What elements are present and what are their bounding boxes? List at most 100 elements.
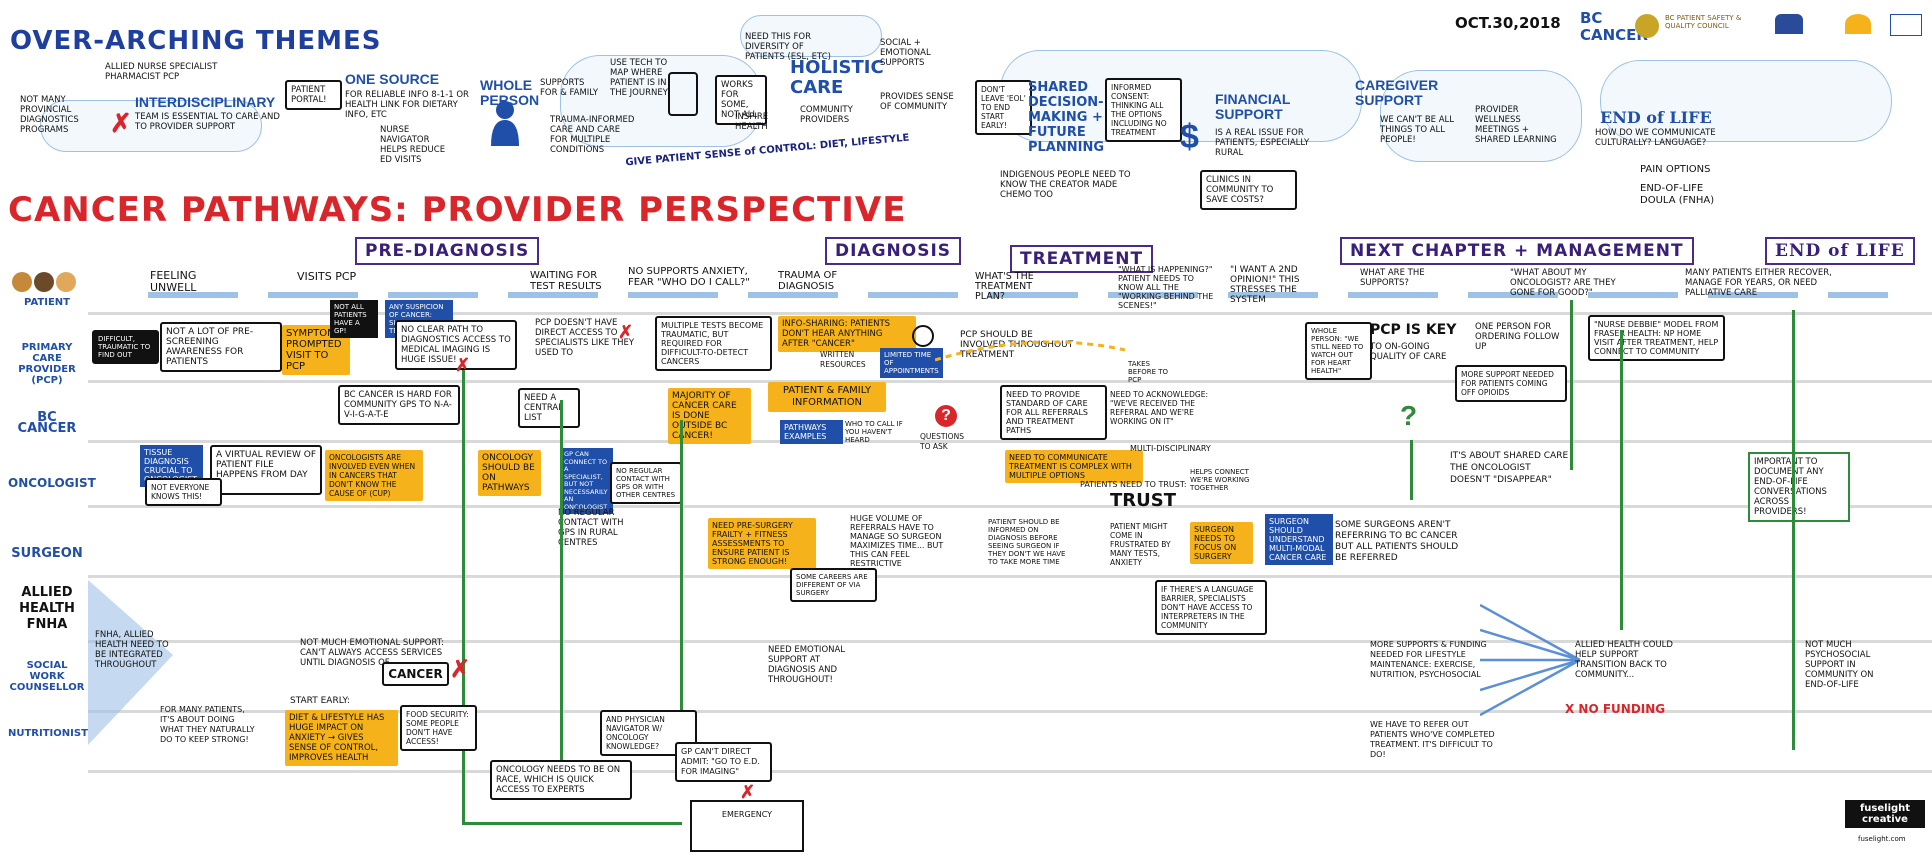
note-for-many-patients: FOR MANY PATIENTS, IT'S ABOUT DOING WHAT…: [160, 705, 255, 744]
lane-label-allied: ALLIED HEALTH FNHA: [19, 585, 75, 632]
x-mark-icon: ✗: [110, 108, 132, 138]
themes-title: OVER-ARCHING THEMES: [10, 26, 382, 56]
patient-second-opinion: "I WANT A 2nd OPINION!" THIS STRESSES TH…: [1230, 265, 1300, 305]
note-whole-person-mgmt: WHOLE PERSON: "WE STILL NEED TO WATCH OU…: [1305, 322, 1372, 380]
note-patient-informed: PATIENT SHOULD BE INFORMED ON DIAGNOSIS …: [988, 518, 1066, 566]
patient-journey-arrows: [148, 292, 1888, 298]
note-nurse-debbie: "NURSE DEBBIE" MODEL FROM FRASER HEALTH:…: [1588, 315, 1725, 361]
patient-no-supports: NO SUPPORTS ANXIETY, FEAR "WHO DO I CALL…: [628, 266, 750, 288]
theme-inspire-health: INSPIRE HEALTH: [735, 112, 769, 132]
note-patient-family-info: PATIENT & FAMILY INFORMATION: [768, 382, 886, 412]
emergency-label: EMERGENCY: [721, 810, 773, 819]
lane-divider: [88, 312, 1932, 315]
theme-financial: FINANCIAL SUPPORT: [1215, 91, 1291, 122]
note-not-all-patients: NOT ALL PATIENTS HAVE A GP!: [330, 300, 378, 338]
pcp-key-label: PCP IS KEY: [1370, 322, 1457, 338]
patient-trauma-dx: TRAUMA of DIAGNOSIS: [778, 270, 838, 292]
lane-divider: [88, 440, 1932, 443]
note-takes-before: TAKES BEFORE TO PCP: [1128, 360, 1169, 384]
note-pre-screening: NOT A LOT OF PRE-SCREENING AWARENESS FOR…: [160, 322, 282, 372]
cloud-decoration: [1380, 70, 1582, 162]
cloud-decoration: [740, 15, 882, 57]
note-multiple-tests: MULTIPLE TESTS BECOME TRAUMATIC, BUT REQ…: [655, 316, 772, 371]
patient-feeling-unwell: FEELING UNWELL: [150, 269, 197, 294]
phase-next-chapter: NEXT CHAPTER + MANAGEMENT: [1340, 237, 1694, 265]
lane-label-social-work: SOCIAL WORK COUNSELLOR: [9, 660, 85, 693]
note-oncology-race: ONCOLOGY NEEDS TO BE ON RACE, WHICH IS Q…: [490, 760, 632, 800]
phase-end-of-life: END of LIFE: [1765, 237, 1915, 265]
theme-interdisciplinary-note: TEAM IS ESSENTIAL TO CARE AND TO PROVIDE…: [135, 112, 280, 132]
bc-cancer-logo: BC CANCER: [1580, 9, 1648, 44]
note-fnha-integrated: FNHA, ALLIED HEALTH NEED TO BE INTEGRATE…: [95, 630, 169, 670]
note-not-much-psychosocial: NOT MUCH PSYCHOSOCIAL SUPPORT IN COMMUNI…: [1805, 640, 1874, 690]
note-need-emotional: NEED EMOTIONAL SUPPORT AT DIAGNOSIS AND …: [768, 645, 846, 685]
lane-divider: [88, 770, 1932, 773]
patient-waiting: WAITING FOR TEST RESULTS: [530, 270, 602, 292]
council-logo: BC PATIENT SAFETY & QUALITY COUNCIL: [1665, 14, 1742, 30]
note-pre-surgery: NEED PRE-SURGERY FRAILTY + FITNESS ASSES…: [708, 518, 816, 569]
question-icon: ?: [935, 405, 957, 427]
x-mark-icon: ✗: [455, 355, 471, 375]
hospital-icon: EMERGENCY: [690, 800, 804, 852]
note-surgeon-understand: SURGEON SHOULD UNDERSTAND MULTI-MODAL CA…: [1265, 514, 1333, 565]
note-multidisciplinary: MULTI-DISCIPLINARY: [1130, 444, 1211, 453]
note-oncologists-involved: ONCOLOGISTS ARE INVOLVED EVEN WHEN IN CA…: [325, 450, 423, 501]
cloud-decoration: [1600, 60, 1892, 142]
patient-many-recover: MANY PATIENTS EITHER RECOVER, MANAGE FOR…: [1685, 268, 1832, 298]
note-food-security: FOOD SECURITY: SOME PEOPLE DON'T HAVE AC…: [400, 705, 477, 751]
lane-divider: [88, 640, 1932, 643]
note-questions-to-ask: QUESTIONS TO ASK: [920, 432, 964, 451]
note-not-everyone: NOT EVERYONE KNOWS THIS!: [145, 478, 222, 506]
note-more-supports-funding: MORE SUPPORTS & FUNDING NEEDED FOR LIFES…: [1370, 640, 1487, 679]
theme-informed-consent: INFORMED CONSENT: THINKING ALL THE OPTIO…: [1105, 78, 1182, 142]
green-flow-line: [1410, 440, 1413, 500]
patient-avatars-icon: [10, 270, 80, 299]
note-helps-connect: HELPS CONNECT WE'RE WORKING TOGETHER: [1190, 468, 1250, 492]
lane-label-surgeon: SURGEON: [11, 546, 83, 561]
green-flow-line: [560, 400, 563, 760]
note-pcp-no-access: PCP DOESN'T HAVE DIRECT ACCESS TO SPECIA…: [535, 318, 635, 358]
theme-supports-family: SUPPORTS FOR & FAMILY: [540, 78, 599, 98]
person-figure-icon: [488, 100, 522, 146]
lane-label-bc-cancer: BC CANCER: [17, 410, 77, 436]
theme-use-tech: USE TECH TO MAP WHERE PATIENT IS IN THE …: [610, 58, 668, 98]
note-gp-connect: GP CAN CONNECT TO A SPECIALIST, BUT NOT …: [560, 448, 613, 514]
note-no-regular-rural: NO REGULAR CONTACT WITH GPs IN RURAL CEN…: [558, 508, 624, 548]
theme-holistic: HOLISTIC CARE: [790, 57, 884, 98]
theme-sense-community: PROVIDES SENSE OF COMMUNITY: [880, 92, 954, 112]
note-physician-navigator: AND PHYSICIAN NAVIGATOR w/ ONCOLOGY KNOW…: [600, 710, 697, 756]
note-gp-cant-admit: GP CAN'T DIRECT ADMIT: "GO TO E.D. for I…: [675, 742, 772, 782]
note-communicate-treatment: NEED TO COMMUNICATE TREATMENT IS COMPLEX…: [1005, 450, 1143, 483]
theme-eol-question: HOW DO WE COMMUNICATE CULTURALLY? LANGUA…: [1595, 128, 1716, 148]
note-one-person: ONE PERSON for ORDERING FOLLOW UP: [1475, 322, 1560, 352]
note-bc-hard: BC CANCER IS HARD FOR COMMUNITY GPs TO N…: [338, 385, 460, 425]
note-diet-lifestyle: DIET & LIFESTYLE HAS HUGE IMPACT ON ANXI…: [285, 710, 398, 766]
dotted-arrow: [935, 340, 1126, 362]
note-cancer-word: CANCER: [382, 662, 449, 686]
ministry-logo-icon: [1890, 14, 1922, 36]
note-virtual-review: A VIRTUAL REVIEW OF PATIENT FILE HAPPENS…: [210, 445, 322, 495]
clock-icon: [912, 325, 934, 347]
theme-dont-leave: DON'T LEAVE 'EOL' TO END START EARLY!: [975, 80, 1032, 135]
note-who-to-call: WHO TO CALL IF YOU HAVEN'T HEARD: [845, 420, 903, 444]
note-patient-frustrated: PATIENT MIGHT COME IN FRUSTRATED BY MANY…: [1110, 522, 1171, 567]
lane-label-pcp: PRIMARY CARE PROVIDER (PCP): [18, 342, 76, 386]
note-oncology-pathways: ONCOLOGY SHOULD BE ON PATHWAYS: [478, 450, 541, 496]
x-mark-icon: ✗: [740, 782, 756, 802]
fuselight-url: fuselight.com: [1858, 835, 1906, 843]
event-date: OCT.30,2018: [1455, 14, 1561, 32]
phase-treatment: TREATMENT: [1010, 245, 1154, 273]
note-more-support: MORE SUPPORT NEEDED for PATIENTS COMING …: [1455, 365, 1567, 402]
lane-divider: [88, 505, 1932, 508]
phone-icon: [668, 72, 698, 116]
patient-visits-pcp: VISITS PCP: [297, 270, 357, 283]
note-refer-out: WE HAVE TO REFER OUT PATIENTS WHO'VE COM…: [1370, 720, 1495, 759]
theme-nurse-navigator: NURSE NAVIGATOR HELPS REDUCE ED VISITS: [380, 125, 446, 165]
theme-end-of-life: END of LIFE: [1600, 108, 1712, 127]
lane-divider: [88, 575, 1932, 578]
green-flow-line: [1620, 330, 1623, 630]
note-symptom-prompted: SYMPTOM-PROMPTED VISIT to PCP: [282, 325, 350, 375]
theme-need-this: NEED THIS for DIVERSITY of PATIENTS (ESL…: [745, 32, 831, 62]
theme-provider-wellness: PROVIDER WELLNESS MEETINGS + SHARED LEAR…: [1475, 105, 1557, 145]
cloud-decoration: [40, 100, 262, 152]
